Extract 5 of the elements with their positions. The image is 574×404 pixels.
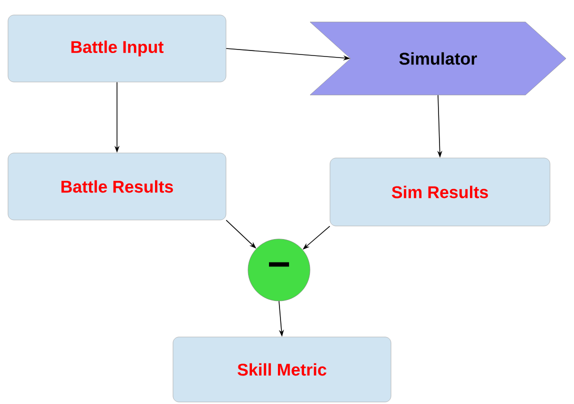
process-box: Skill Metric xyxy=(172,336,392,402)
simulator-hexagon: Simulator xyxy=(310,22,566,96)
process-box: Sim Results xyxy=(330,158,550,226)
process-box: Battle Results xyxy=(8,152,226,220)
process-box: Battle Input xyxy=(8,14,226,82)
